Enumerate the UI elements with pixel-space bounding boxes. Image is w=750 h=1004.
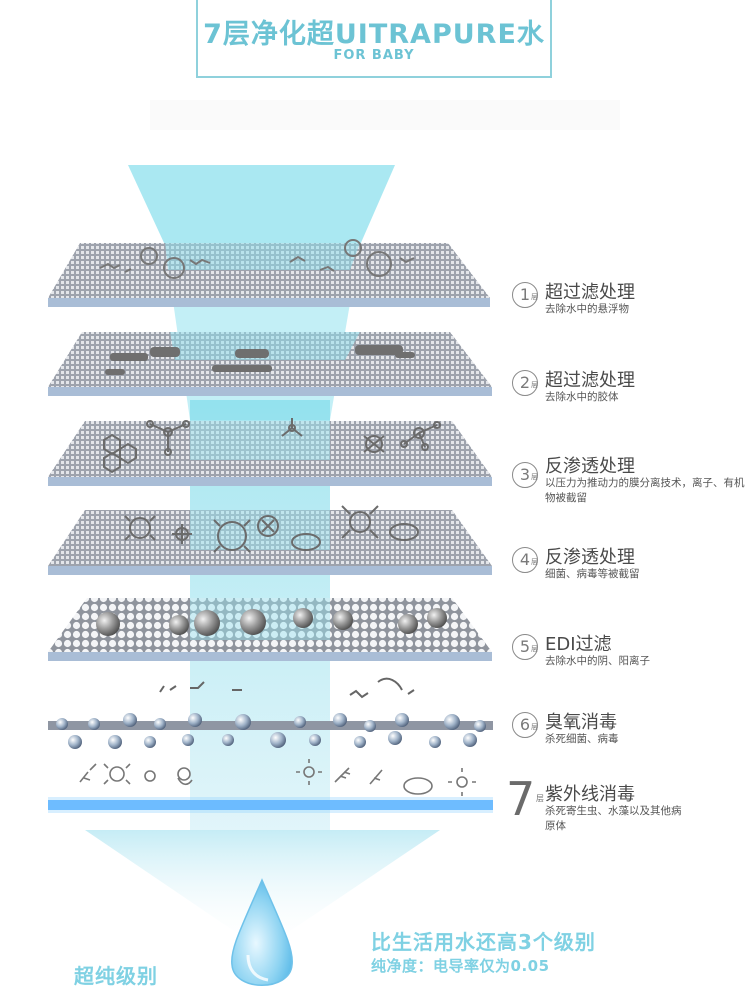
layer-title: 反渗透处理: [545, 456, 635, 477]
bacteria-fragments-icon: [159, 677, 415, 699]
bacteria-virus-icon: [124, 505, 419, 553]
layer-description: 杀死细菌、病毒: [545, 733, 619, 745]
layer-description: 去除水中的胶体: [545, 391, 619, 403]
layer-title: 紫外线消毒: [545, 784, 635, 805]
layer-5-plate: [48, 598, 492, 661]
molecule-icon: [103, 418, 441, 474]
ion-icons: [96, 608, 447, 636]
water-funnel: [128, 165, 395, 245]
layer-description: 以压力为推动力的膜分离技术，离子、有机物被截留: [545, 477, 745, 504]
ghost-text-band: [150, 100, 620, 130]
layer-2-plate: [48, 332, 492, 396]
page-subtitle: FOR BABY: [333, 48, 415, 63]
parasite-algae-icon: [79, 759, 476, 796]
layer-title: 反渗透处理: [545, 547, 635, 568]
comparison-headline: 比生活用水还高3个级别: [371, 930, 596, 954]
conductivity-note: 纯净度：电导率仅为0.05: [371, 957, 550, 975]
layer-title: EDI过滤: [545, 634, 612, 655]
layer-4-plate: [48, 505, 492, 575]
layer-3-plate: [48, 418, 492, 486]
layer-description: 去除水中的悬浮物: [545, 303, 629, 315]
layer-description: 细菌、病毒等被截留: [545, 568, 640, 580]
layer-1-plate: [48, 239, 490, 307]
layer-title: 超过滤处理: [545, 282, 635, 303]
layer-7-uv-light: [48, 759, 493, 813]
layer-6-plate: [48, 677, 493, 749]
page-title: 7层净化超UITRAPURE水: [203, 19, 545, 50]
layer-title: 臭氧消毒: [545, 712, 617, 733]
layer-description: 杀死寄生虫、水藻以及其他病原体: [545, 805, 682, 832]
colloid-smudges-icon: [105, 345, 415, 375]
purity-level-label: 超纯级别: [74, 964, 158, 988]
layer-title: 超过滤处理: [545, 370, 635, 391]
suspended-particles-icon: [99, 239, 415, 279]
header-box: 7层净化超UITRAPURE水 FOR BABY: [196, 0, 552, 78]
ozone-bubbles-icon: [56, 713, 486, 749]
layer-description: 去除水中的阴、阳离子: [545, 655, 650, 667]
